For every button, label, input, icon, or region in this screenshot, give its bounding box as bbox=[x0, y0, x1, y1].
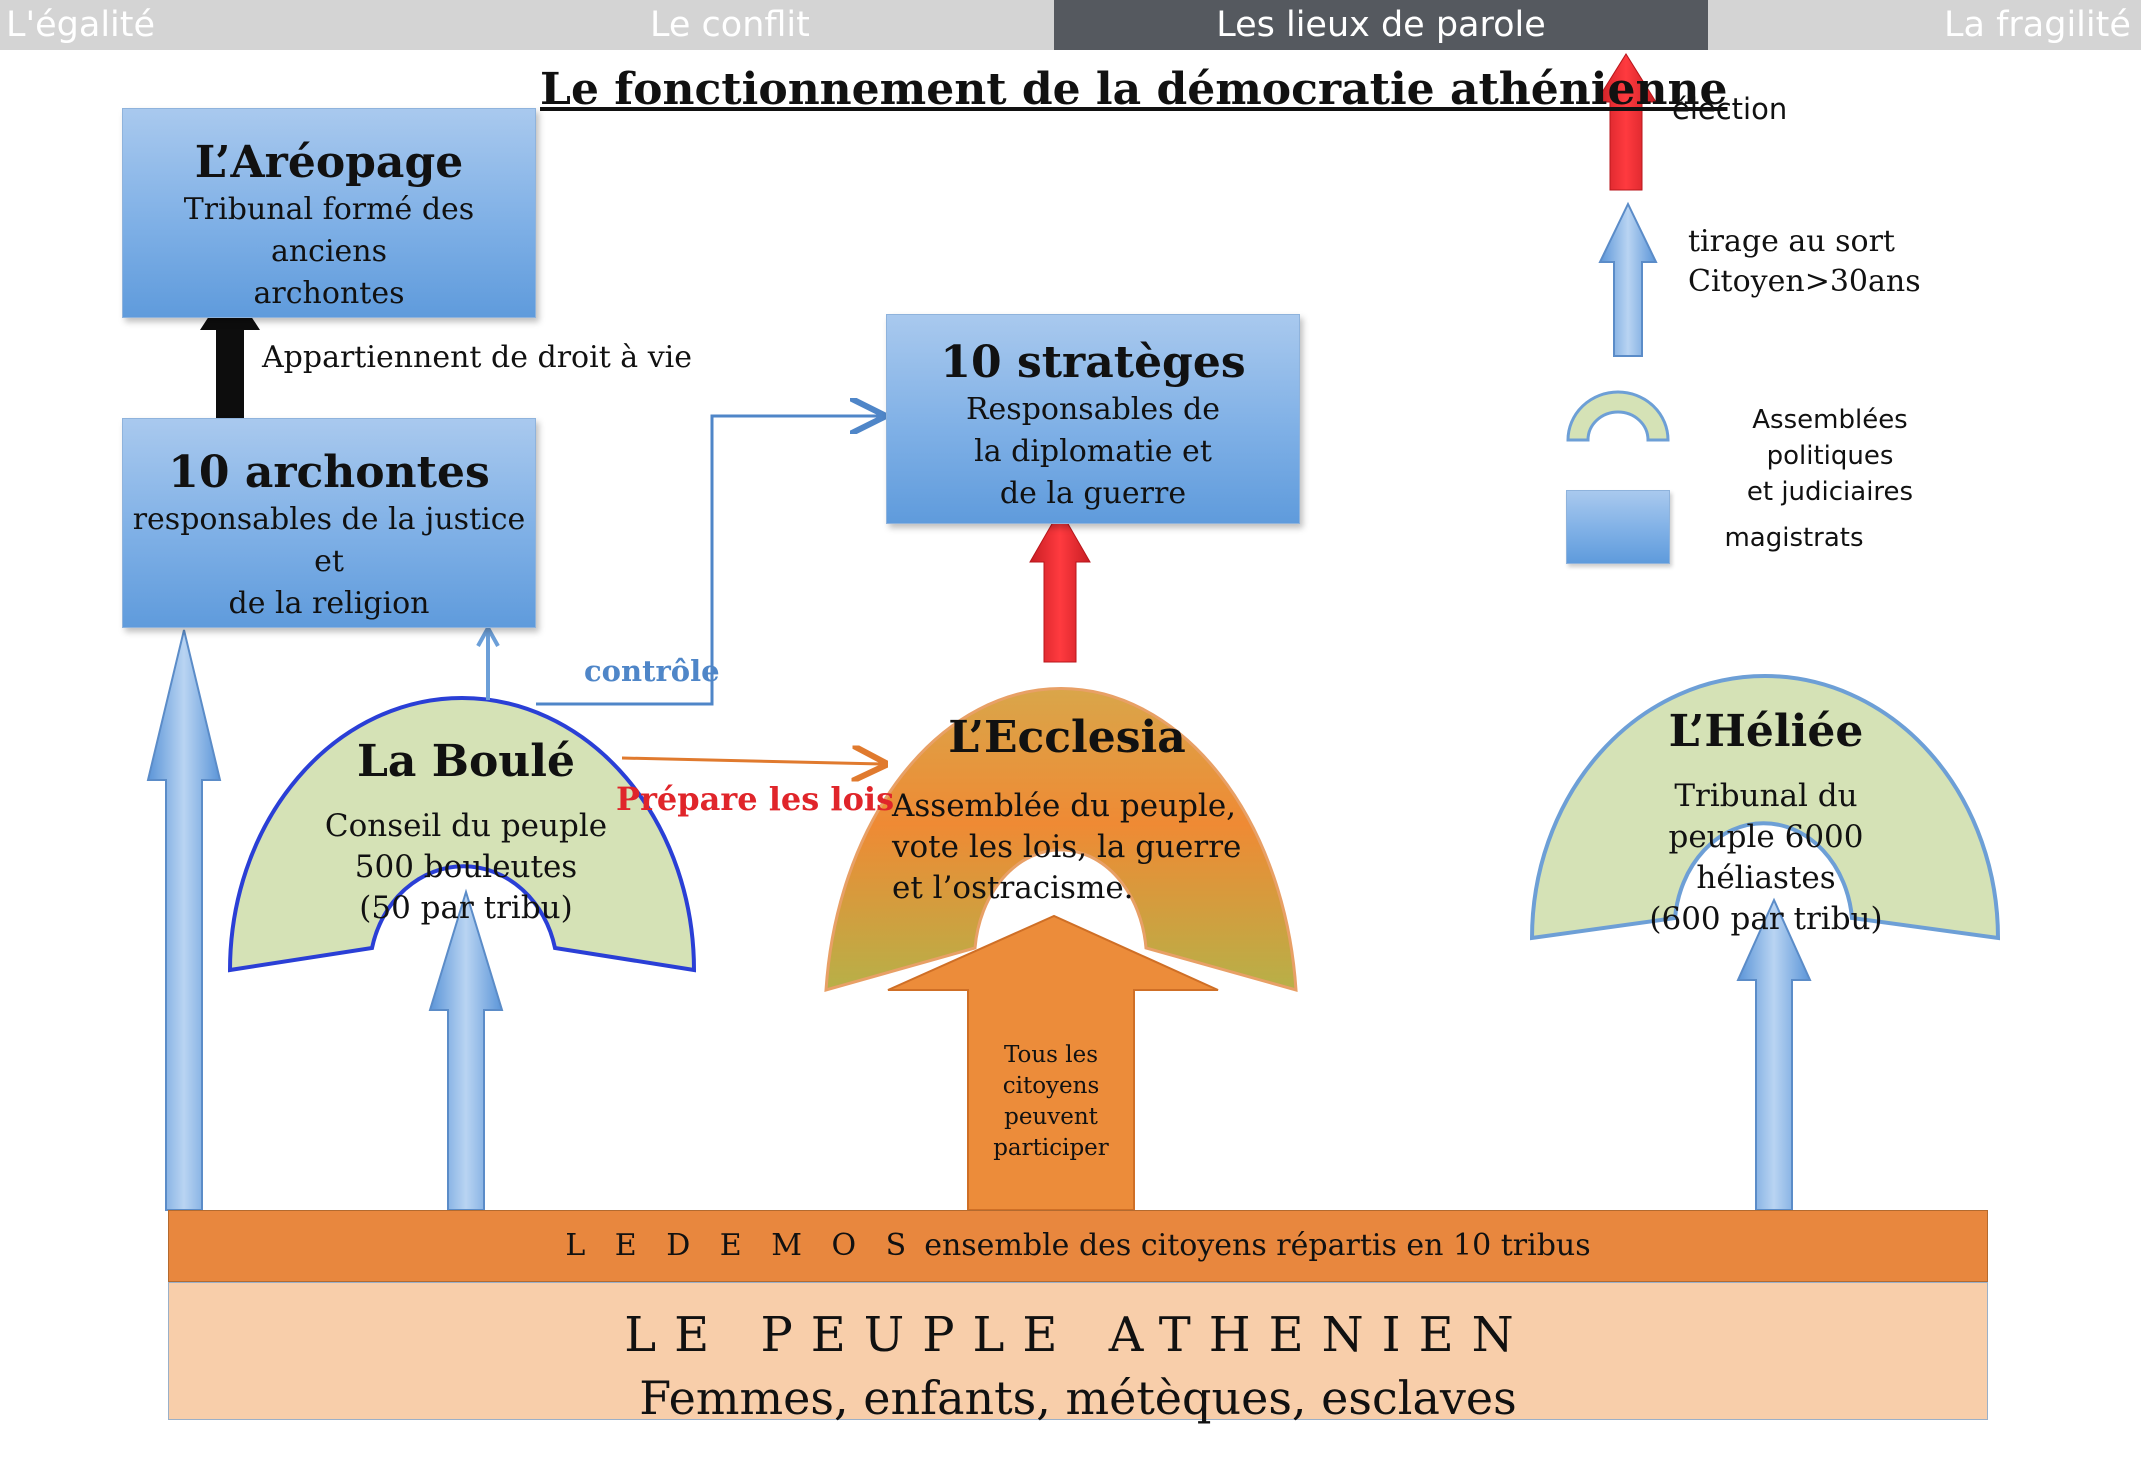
legend-tirage-label: tirage au sort Citoyen>30ans bbox=[1688, 224, 1921, 299]
boule-title: La Boulé bbox=[356, 736, 575, 787]
heliee-title: L’Héliée bbox=[1668, 706, 1864, 757]
arrow-archontes-areopage bbox=[200, 284, 260, 440]
diagram-title: Le fonctionnement de la démocratie athén… bbox=[540, 64, 1728, 115]
heliee-arch bbox=[1529, 674, 2001, 941]
arrow-demos-boule bbox=[428, 888, 504, 1211]
archontes-title: 10 archontes bbox=[168, 447, 490, 498]
legend-magistrat-swatch bbox=[1566, 490, 1670, 564]
controle-label: contrôle bbox=[584, 654, 720, 688]
areopage-title: L’Aréopage bbox=[194, 137, 464, 188]
strateges-desc: Responsables de la diplomatie et de la g… bbox=[965, 392, 1221, 511]
boule-text: La Boulé Conseil du peuple 500 bouleutes… bbox=[306, 718, 626, 948]
arrow-boule-archontes bbox=[476, 623, 500, 700]
participation-label: Tous les citoyens peuvent participer bbox=[993, 1042, 1109, 1161]
areopage-desc: Tribunal formé des anciens archontes bbox=[183, 192, 475, 311]
tab-lieux-de-parole[interactable]: Les lieux de parole bbox=[1054, 0, 1708, 50]
tab-fragilite[interactable]: La fragilité bbox=[1944, 5, 2131, 45]
legend-assemblees-label: Assemblées politiques et judiciaires bbox=[1746, 405, 1914, 507]
ecclesia-arch bbox=[824, 687, 1298, 993]
ecclesia-text: L’Ecclesia Assemblée du peuple, vote les… bbox=[892, 694, 1242, 928]
legend-tirage-arrow bbox=[1598, 201, 1658, 357]
strateges-title: 10 stratèges bbox=[940, 337, 1246, 388]
ecclesia-desc: Assemblée du peuple, vote les lois, la g… bbox=[892, 788, 1242, 906]
legend-election-arrow bbox=[1595, 53, 1657, 191]
peuple-title: LE PEUPLE ATHENIEN bbox=[624, 1307, 1532, 1363]
peuple-desc: Femmes, enfants, métèques, esclaves bbox=[639, 1371, 1517, 1425]
tab-egalite[interactable]: L'égalité bbox=[6, 5, 156, 45]
legend-election-label: élection bbox=[1672, 92, 1788, 126]
legend-magistrats-label: magistrats bbox=[1724, 523, 1864, 553]
peuple-bar: LE PEUPLE ATHENIEN Femmes, enfants, métè… bbox=[168, 1282, 1988, 1425]
arrow-ecclesia-strateges bbox=[1029, 508, 1091, 663]
heliee-text: L’Héliée Tribunal du peuple 6000 héliast… bbox=[1616, 688, 1916, 959]
prepare-lois-label: Prépare les lois bbox=[616, 780, 895, 818]
arrow-demos-ecclesia bbox=[887, 914, 1219, 1211]
ecclesia-title: L’Ecclesia bbox=[948, 712, 1186, 763]
prepare-line bbox=[621, 758, 882, 764]
tab-conflit[interactable]: Le conflit bbox=[650, 5, 810, 45]
boule-arch bbox=[227, 696, 697, 973]
legend-assembly-arch bbox=[1566, 390, 1670, 442]
droit-a-vie-label: Appartiennent de droit à vie bbox=[262, 340, 693, 375]
archontes-box: 10 archontes responsables de la justice … bbox=[122, 418, 536, 628]
arrow-demos-heliee bbox=[1736, 897, 1812, 1211]
strateges-box: 10 stratèges Responsables de la diplomat… bbox=[886, 314, 1300, 524]
controle-line bbox=[536, 416, 880, 706]
archontes-desc: responsables de la justice et de la reli… bbox=[132, 502, 526, 621]
areopage-box: L’Aréopage Tribunal formé des anciens ar… bbox=[122, 108, 536, 318]
heliee-desc: Tribunal du peuple 6000 héliastes (600 p… bbox=[1649, 778, 1883, 937]
boule-desc: Conseil du peuple 500 bouleutes (50 par … bbox=[324, 808, 608, 926]
demos-label: L E D E M O S bbox=[565, 1228, 917, 1263]
tab-bar: L'égalité Le conflit Les lieux de parole… bbox=[0, 0, 2141, 50]
demos-desc: ensemble des citoyens répartis en 10 tri… bbox=[924, 1228, 1591, 1263]
arrow-demos-archontes bbox=[146, 629, 222, 1211]
